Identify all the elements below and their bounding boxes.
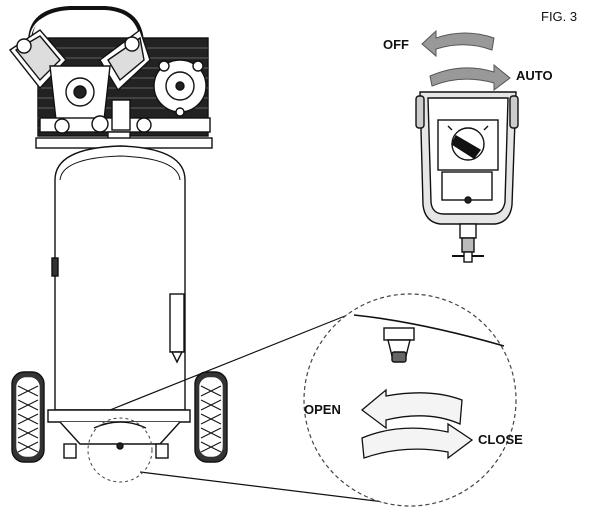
off-label: OFF	[383, 37, 409, 52]
motor	[153, 59, 207, 117]
drain-valve-detail: OPEN CLOSE	[87, 293, 523, 507]
pump-head	[8, 28, 151, 121]
off-arrow-icon	[421, 29, 495, 58]
open-arrow-icon	[360, 388, 463, 430]
right-wheel	[194, 371, 228, 463]
air-compressor	[8, 6, 228, 463]
close-label: CLOSE	[478, 432, 523, 447]
left-wheel	[11, 371, 45, 463]
auto-label: AUTO	[516, 68, 553, 83]
figure-label: FIG. 3	[541, 9, 577, 24]
drain-valve	[383, 327, 415, 363]
auto-arrow-icon	[429, 63, 511, 91]
pressure-switch-detail: OFF AUTO	[383, 29, 553, 263]
drain-callout-origin	[87, 417, 153, 483]
close-arrow-icon	[361, 422, 474, 460]
open-label: OPEN	[304, 402, 341, 417]
switch-knob	[447, 125, 489, 161]
air-tank	[51, 145, 186, 411]
